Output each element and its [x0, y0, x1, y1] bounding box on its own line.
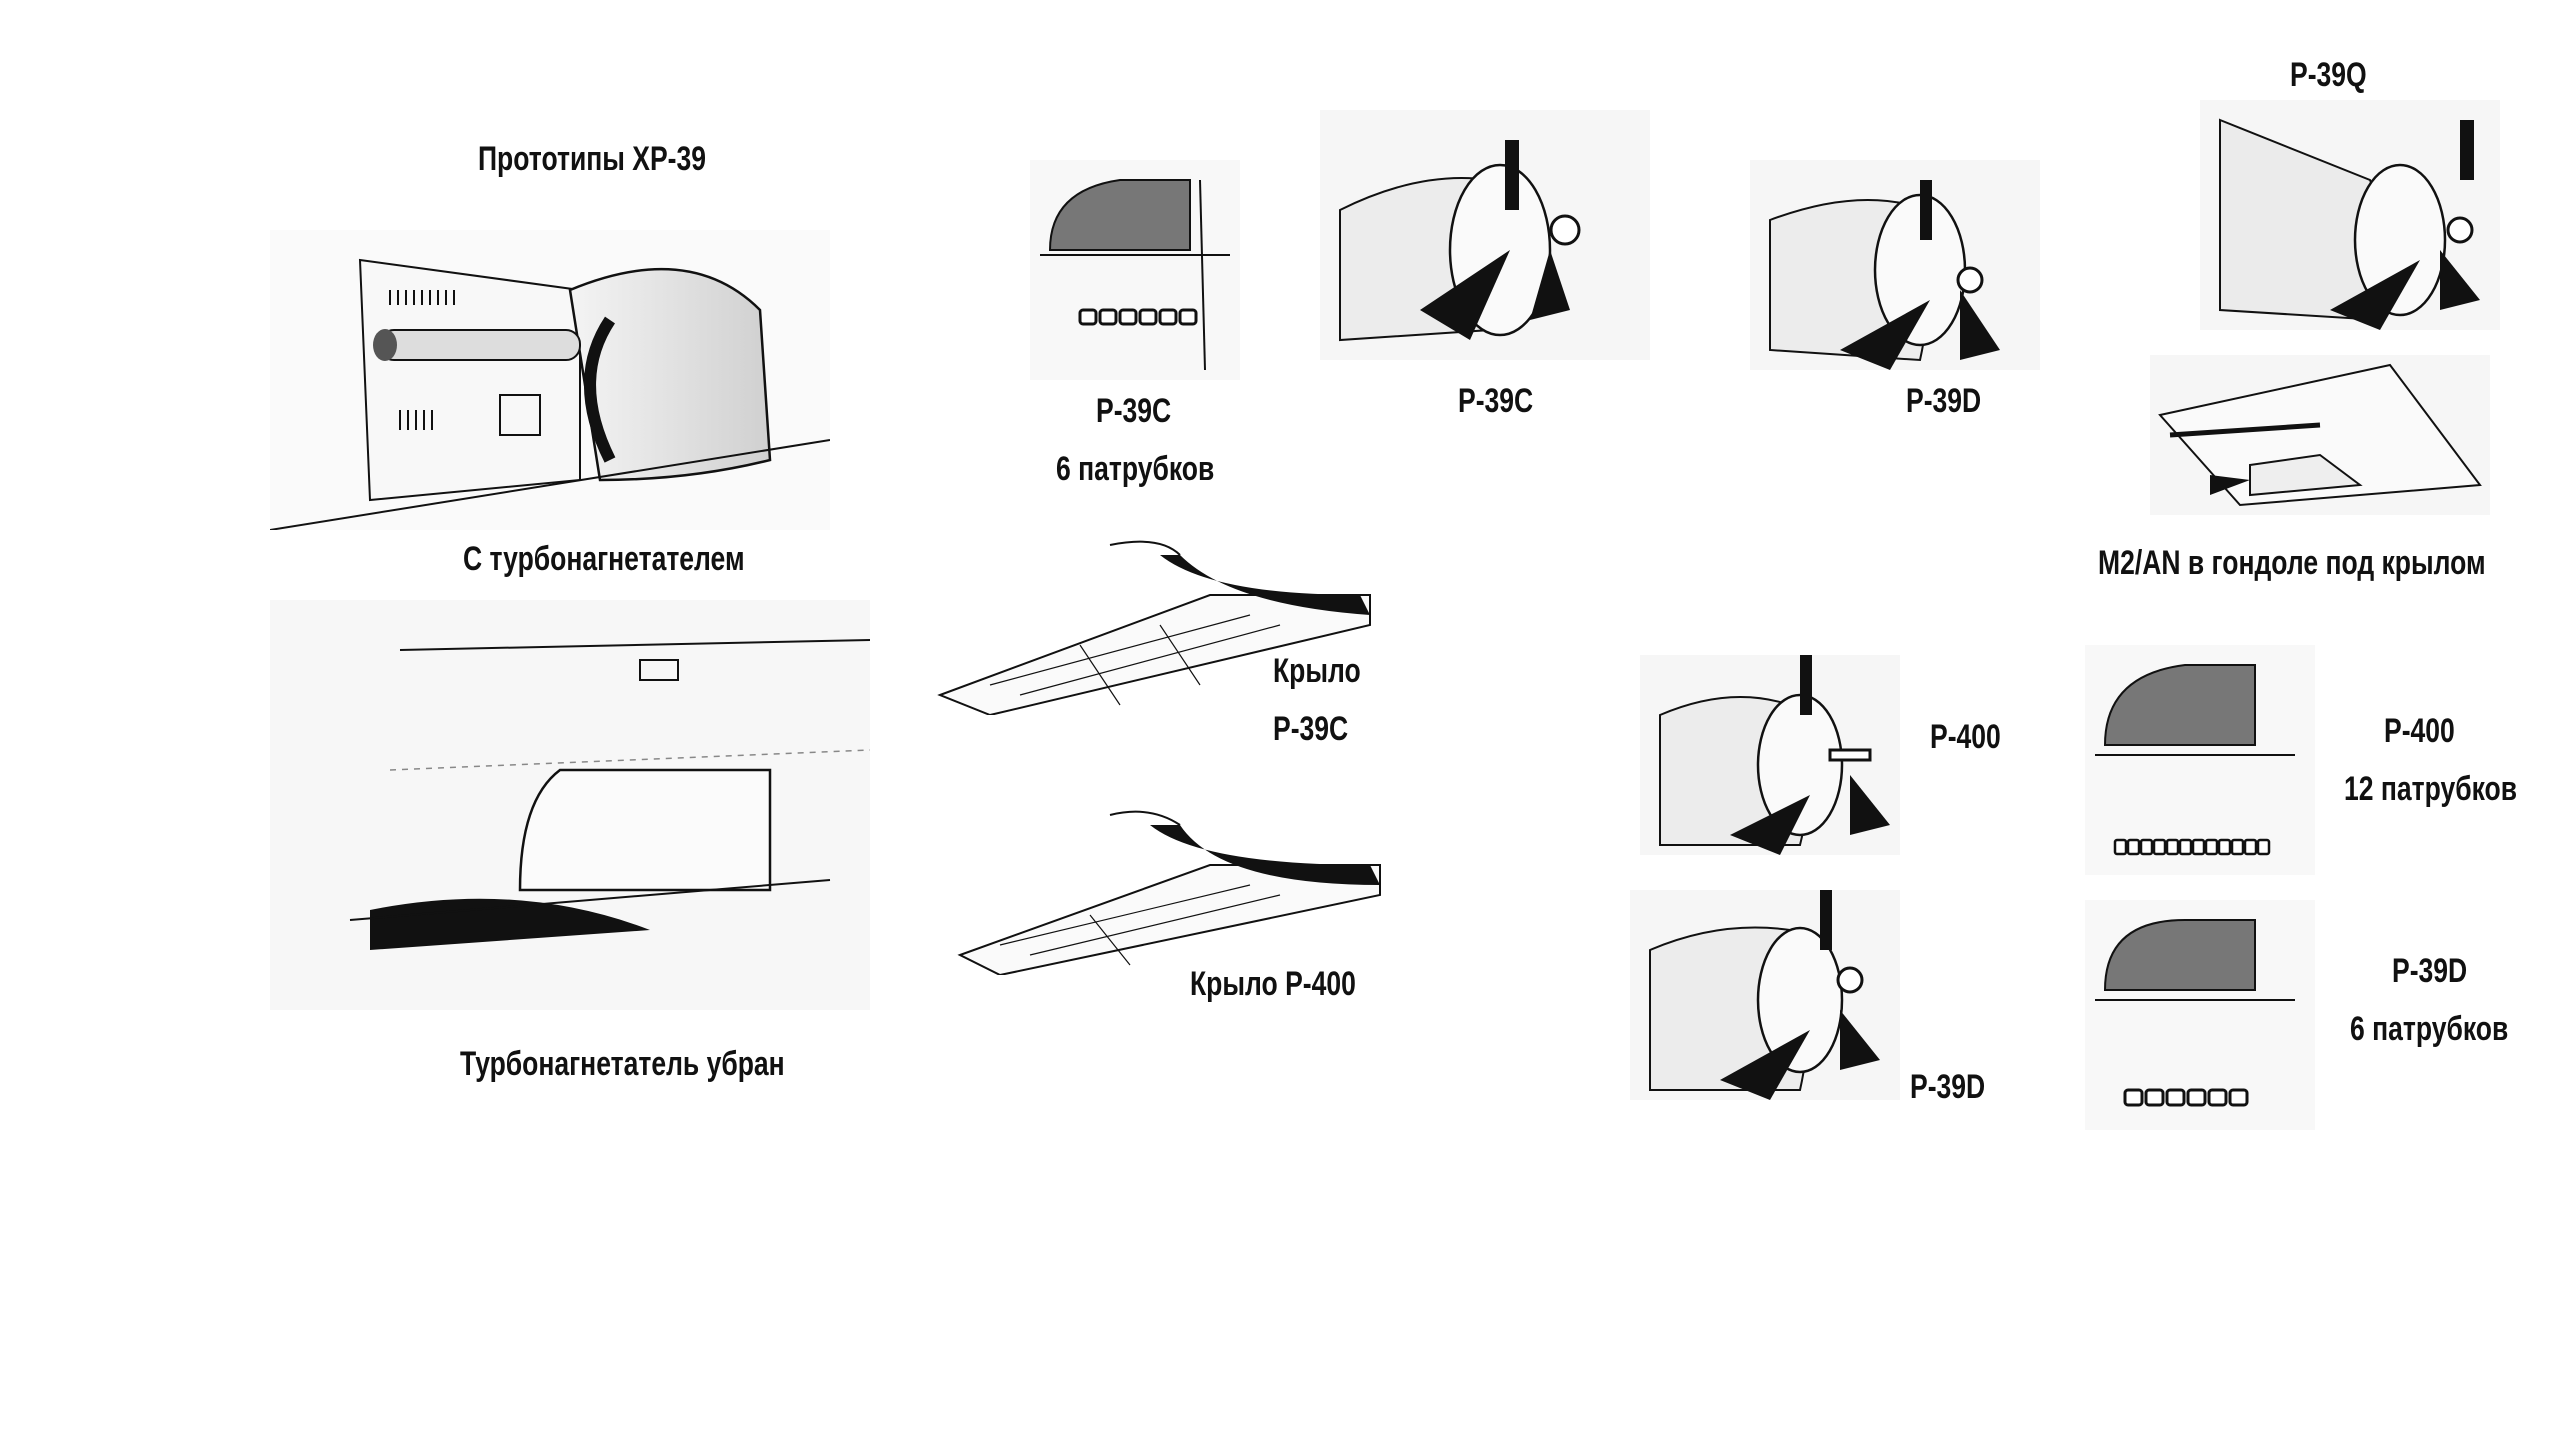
label-p39d-nose-bottom: P-39D — [1910, 1068, 1986, 1106]
p39c-exhaust-drawing — [1030, 160, 1240, 380]
p400-nose-drawing — [1640, 655, 1900, 855]
label-wing-p39c-line1: Крыло — [1273, 652, 1361, 690]
label-xp39-prototypes: Прототипы XP-39 — [478, 140, 707, 178]
label-m2an-gun-pod: M2/AN в гондоле под крылом — [2098, 544, 2486, 582]
label-p400-exhaust-count: 12 патрубков — [2344, 770, 2518, 808]
label-p39d-exhaust-model: P-39D — [2392, 952, 2468, 990]
p39c-nose-drawing — [1320, 110, 1650, 360]
label-p400-nose: P-400 — [1930, 718, 2001, 756]
p400-exhaust-drawing — [2085, 645, 2315, 875]
label-p39d-exhaust-count: 6 патрубков — [2350, 1010, 2509, 1048]
label-wing-p39c-line2: P-39C — [1273, 710, 1349, 748]
label-turbocharger-removed: Турбонагнетатель убран — [460, 1045, 785, 1083]
wing-p39c-drawing — [930, 535, 1390, 715]
label-p39c-exhaust-count: 6 патрубков — [1056, 450, 1215, 488]
label-with-turbocharger: С турбонагнетателем — [463, 540, 745, 578]
xp39-no-turbo-drawing — [270, 600, 870, 1010]
xp39-turbocharger-drawing — [270, 230, 830, 530]
label-p39c-nose: P-39C — [1458, 382, 1534, 420]
p39q-nose-drawing — [2200, 100, 2500, 330]
label-p39q: P-39Q — [2290, 56, 2367, 94]
label-p400-exhaust-model: P-400 — [2384, 712, 2455, 750]
label-p39d-nose-top: P-39D — [1906, 382, 1982, 420]
p39d-exhaust-drawing — [2085, 900, 2315, 1130]
wing-p400-drawing — [950, 805, 1390, 975]
m2an-gun-pod-drawing — [2150, 355, 2490, 515]
label-wing-p400: Крыло P-400 — [1190, 965, 1356, 1003]
p39d-nose-top-drawing — [1750, 160, 2040, 370]
label-p39c-exhaust-model: P-39C — [1096, 392, 1172, 430]
p39d-nose-bottom-drawing — [1630, 890, 1900, 1100]
